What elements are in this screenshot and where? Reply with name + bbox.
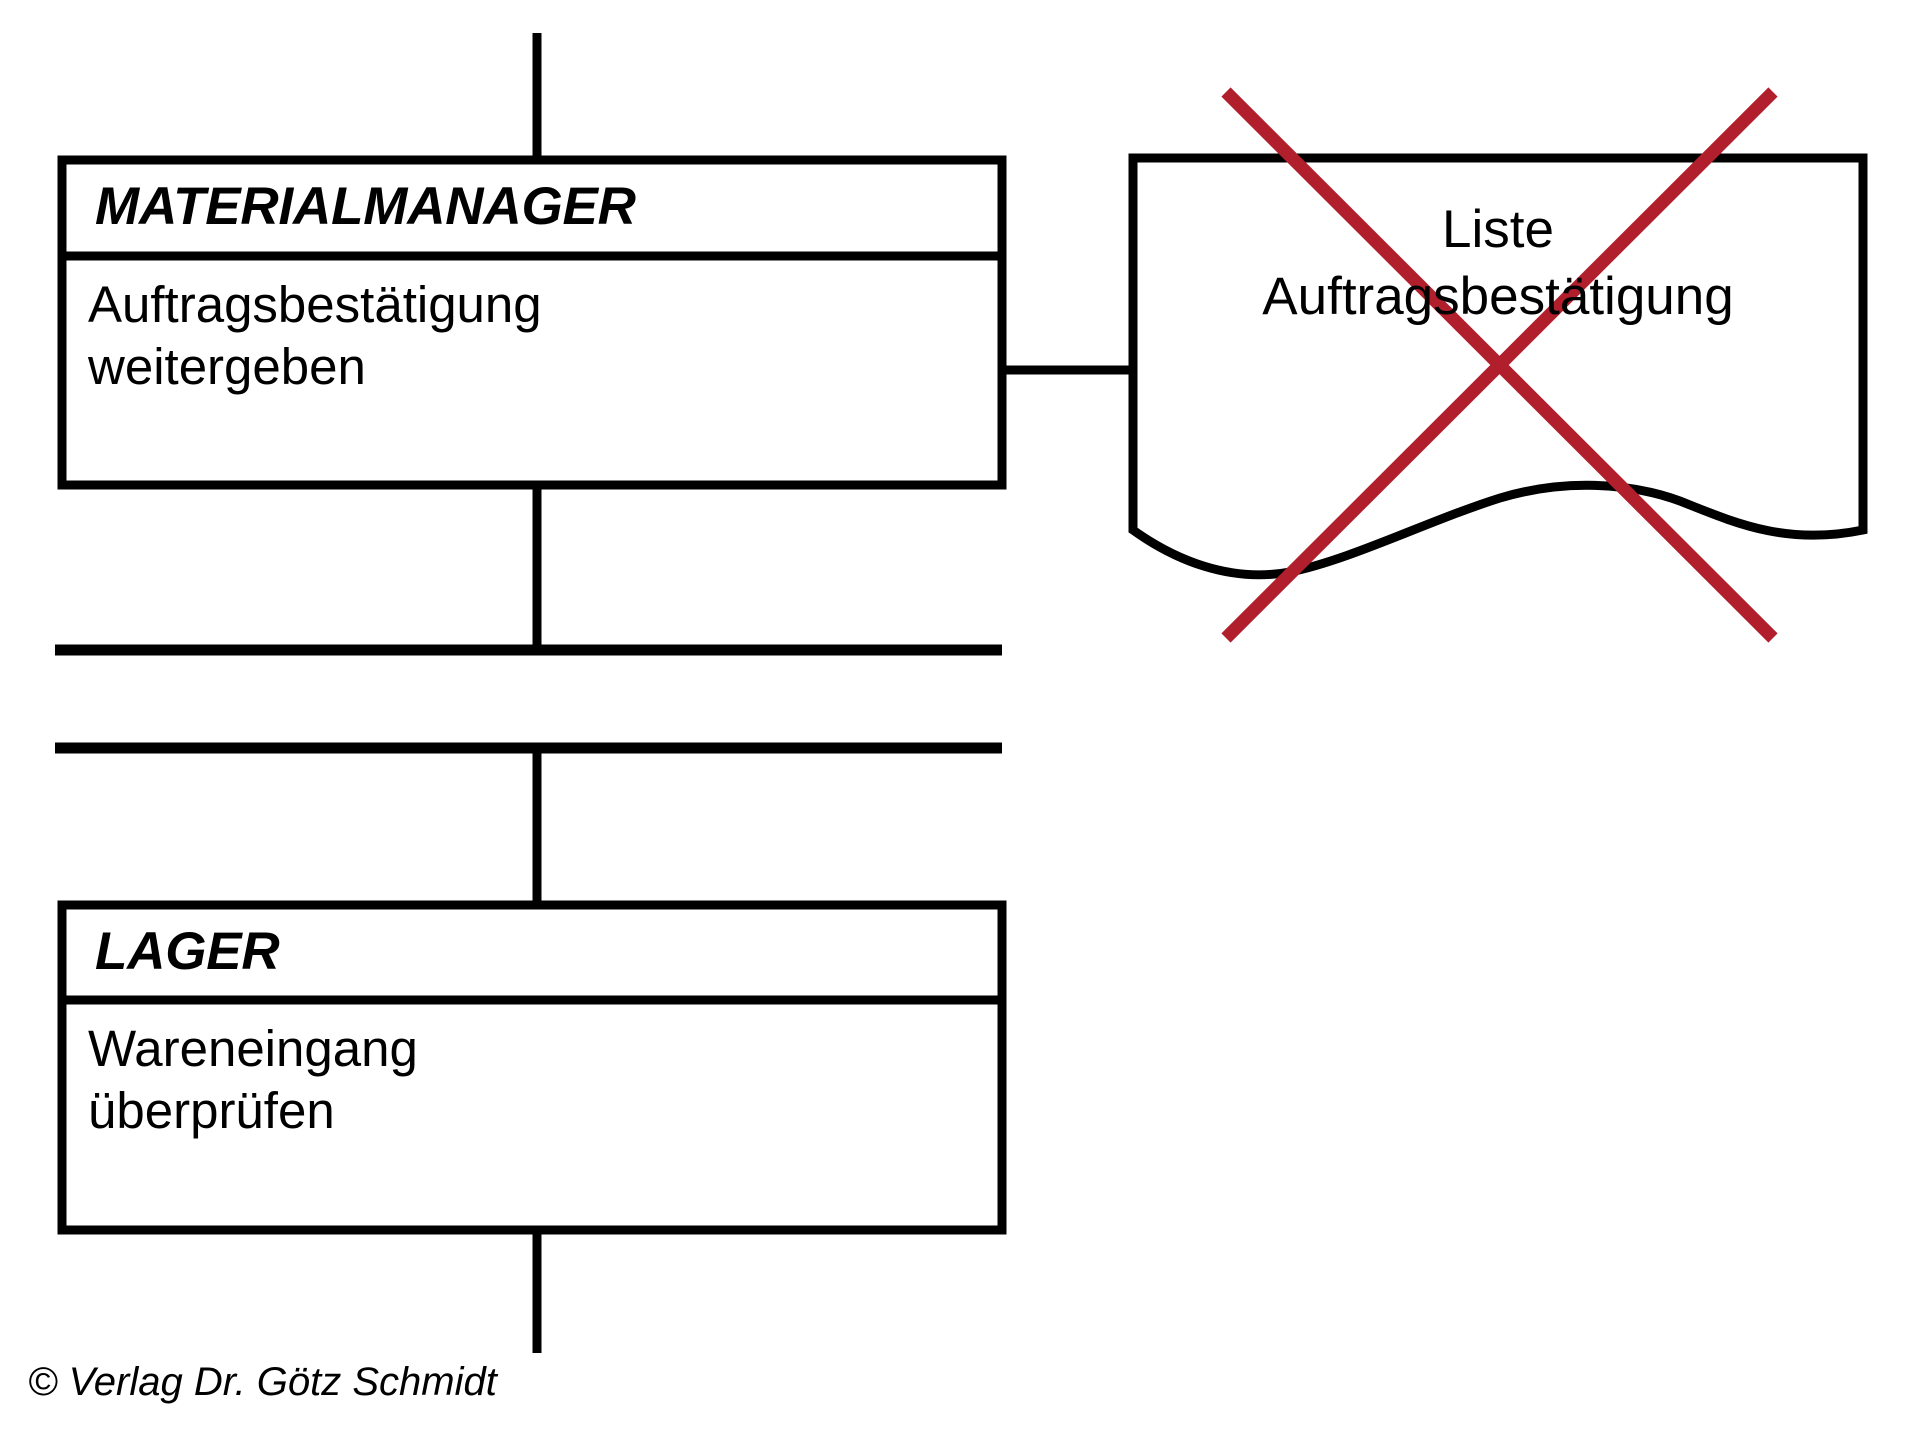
process-box-materialmanager[interactable] — [57, 155, 1007, 490]
process-box-lager-body: Wareneingang überprüfen — [88, 1020, 418, 1139]
strike-line-diagonal-up — [1221, 87, 1778, 643]
copyright-notice: © Verlag Dr. Götz Schmidt — [28, 1360, 497, 1404]
document-shape-liste-label: Liste Auftragsbestätigung — [1262, 200, 1734, 326]
process-box-lager-title: LAGER — [95, 922, 280, 981]
process-box-lager[interactable] — [57, 900, 1007, 1235]
process-box-materialmanager-title: MATERIALMANAGER — [95, 177, 636, 236]
process-box-materialmanager-body: Auftragsbestätigung weitergeben — [88, 276, 542, 395]
